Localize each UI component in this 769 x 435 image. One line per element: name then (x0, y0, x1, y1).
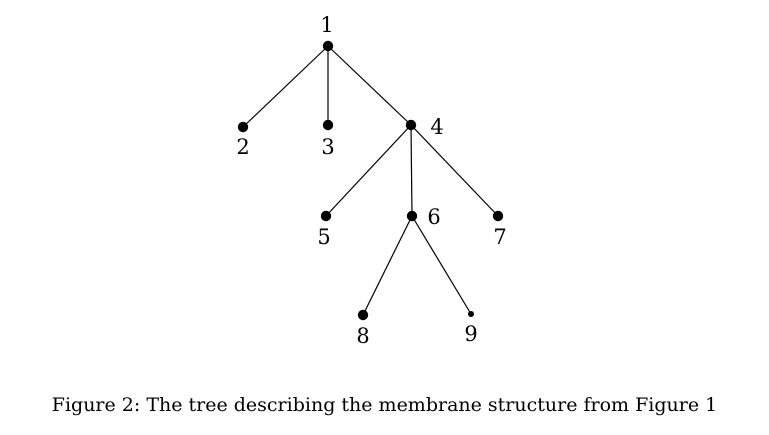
figure-caption: Figure 2: The tree describing the membra… (51, 394, 718, 416)
node-3 (322, 119, 334, 131)
edge-4-6 (410, 124, 413, 217)
edge-6-9 (411, 215, 472, 315)
node-9 (468, 311, 474, 317)
membrane-tree-diagram: 1 2 3 4 5 6 7 8 9 (236, 13, 506, 348)
node-7 (492, 210, 504, 222)
node-8 (357, 309, 369, 321)
tree-labels: 1 2 3 4 5 6 7 8 9 (236, 13, 506, 348)
node-1 (322, 40, 334, 52)
edge-4-7 (410, 124, 499, 217)
node-label-8: 8 (356, 324, 369, 348)
node-label-7: 7 (493, 225, 506, 249)
node-label-3: 3 (321, 135, 334, 159)
edge-1-2 (242, 45, 329, 128)
edge-4-5 (325, 124, 412, 217)
node-label-5: 5 (317, 225, 330, 249)
node-4 (405, 119, 417, 131)
tree-nodes (237, 40, 504, 321)
tree-edges (242, 45, 499, 316)
node-5 (320, 210, 332, 222)
node-label-2: 2 (236, 135, 249, 159)
node-label-4: 4 (430, 115, 443, 139)
edge-6-8 (362, 215, 413, 316)
node-6 (406, 210, 418, 222)
edge-1-4 (327, 45, 412, 126)
node-2 (237, 121, 249, 133)
node-label-1: 1 (320, 13, 333, 37)
node-label-9: 9 (464, 322, 477, 346)
node-label-6: 6 (427, 205, 440, 229)
